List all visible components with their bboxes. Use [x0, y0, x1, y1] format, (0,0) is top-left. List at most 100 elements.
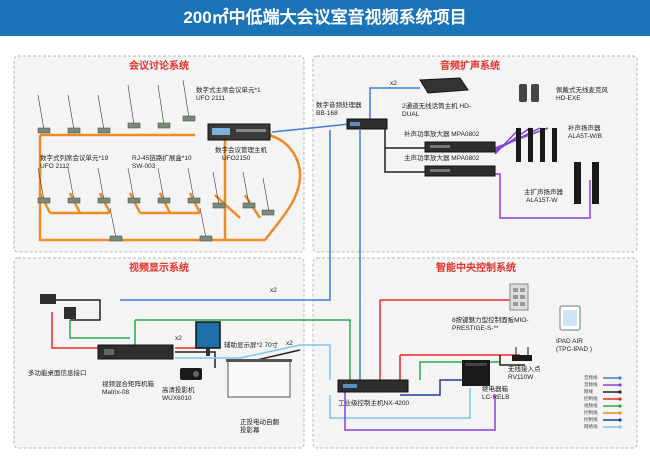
host-label-1: 数字会议管理主机	[215, 145, 268, 154]
projector-unit	[180, 368, 202, 380]
matrix-label-2: Matrix-08	[102, 389, 129, 396]
section-title-control: 智能中央控制系统	[436, 261, 516, 274]
legend-item: 音频线	[584, 381, 622, 388]
desk-box-label: 多功能桌面信息接口	[28, 368, 87, 377]
legend-item: 网络线	[584, 423, 622, 430]
desk-interface-box	[40, 294, 76, 319]
delegate-unit-label-2: UFO 2112	[40, 163, 70, 170]
wifi-label-2: RV110W	[508, 374, 534, 381]
main-speaker-label-1: 主扩声扬声器	[524, 187, 564, 196]
mic-unit	[37, 94, 51, 134]
legend-label: 音频线	[584, 374, 598, 381]
delegate-unit-label-1: 数字式列席会议单元*19	[40, 153, 109, 162]
screen-label-2: 投影幕	[240, 425, 260, 434]
mic-unit	[182, 79, 196, 122]
projector-label-2: WUX6010	[162, 395, 192, 402]
chair-unit-label-2: UFO 2111	[196, 95, 225, 102]
mic-unit	[67, 167, 81, 204]
mic-unit	[37, 167, 51, 204]
projector-x2-label: x2	[175, 335, 182, 342]
hub-label-2: SW-003	[132, 163, 156, 170]
hub-label-1: RJ-45链路扩展盒*10	[132, 153, 192, 162]
control-x2-label: x2	[286, 340, 293, 347]
title-banner	[0, 0, 650, 36]
video-matrix-unit	[97, 344, 174, 360]
legend-label: 音频线	[584, 381, 598, 388]
controller-label: 工业级控制主机NX-4200	[338, 398, 410, 407]
mic-unit	[109, 207, 123, 242]
mic-unit	[157, 167, 171, 204]
delegate-microphones	[37, 79, 275, 242]
video-wiring	[48, 130, 351, 380]
fill-speaker-label-1: 补声扬声器	[568, 123, 601, 132]
mic-host-label-1: 2通道无线话筒主机 HD-	[402, 101, 471, 110]
video-x2-label: x2	[270, 287, 277, 294]
legend-item: 音频线	[584, 374, 622, 381]
ipad-device	[559, 305, 581, 331]
headset-label-2: HD-EXE	[556, 95, 581, 102]
aux-display	[195, 321, 221, 356]
ipad-label-1: IPAD AIR	[556, 338, 583, 345]
relay-box	[462, 360, 490, 386]
control-host-unit	[337, 379, 409, 393]
legend-label: 控制线	[584, 409, 598, 416]
mic-unit	[97, 167, 111, 204]
aux-screen-label: 辅助显示屏*2 70寸	[224, 340, 279, 349]
main-speaker-label-2: ALA15T-W	[526, 197, 558, 204]
legend-item: 控制线	[584, 409, 622, 416]
mic-unit	[97, 94, 111, 134]
keypad-panel	[509, 283, 529, 311]
panel-control	[312, 257, 638, 449]
ipad-label-2: (TPC-IPAD )	[556, 346, 592, 353]
page-title: 200㎡中低端大会议室音视频系统项目	[183, 8, 467, 27]
section-title-audio: 音频扩声系统	[440, 59, 500, 72]
relay-label-2: LC-RELB	[482, 394, 509, 401]
projection-screen	[226, 359, 292, 398]
main-amp-label: 主声功率放大器 MPA0802	[404, 153, 480, 162]
line-legend: 音频线 音频线 网线 控制线 视频线 控制线 控制线 网络线	[584, 374, 622, 430]
main-speakers	[574, 162, 599, 204]
section-title-video: 视频显示系统	[129, 261, 189, 274]
screen-label-1: 正投电动自翻	[240, 417, 280, 426]
legend-label: 网络线	[584, 423, 598, 430]
system-diagram: 会议讨论系统 音频扩声系统 视频显示系统 智能中央控制系统	[13, 55, 638, 449]
mic-unit	[212, 171, 226, 209]
legend-item: 网线	[584, 388, 622, 395]
mic-unit	[67, 94, 81, 134]
matrix-label-1: 视频混合矩阵机箱	[102, 379, 155, 388]
legend-item: 控制线	[584, 416, 622, 423]
fill-amplifier	[424, 141, 496, 153]
wifi-access-point	[512, 347, 532, 361]
audio-processor-unit	[346, 118, 388, 130]
conference-host-unit	[207, 123, 271, 141]
mic-unit	[187, 167, 201, 204]
projector-label-1: 高清投影机	[162, 385, 195, 394]
host-label-2: UFO2150	[222, 155, 251, 162]
legend-label: 控制线	[584, 416, 598, 423]
wireless-mic-host	[419, 77, 469, 94]
dsp-label-2: BB-168	[316, 110, 338, 117]
fill-amp-label: 补声功率放大器 MPA0802	[404, 129, 480, 138]
mic-unit	[157, 84, 171, 129]
panel-discussion	[13, 55, 305, 253]
mic-host-label-2: DUAL	[402, 111, 420, 118]
keypad-label-2: PRESTIGE-S-**	[452, 325, 499, 332]
section-title-discussion: 会议讨论系统	[129, 59, 189, 72]
wifi-label-1: 无线接入点	[508, 364, 541, 373]
fill-speaker-label-2: ALA5T-W/B	[568, 133, 602, 140]
legend-item: 视频线	[584, 402, 622, 409]
mic-unit	[261, 177, 275, 216]
dsp-label-1: 数字音频处理器	[316, 100, 362, 109]
mic-unit	[127, 167, 141, 204]
mic-unit	[199, 207, 213, 242]
main-amplifier	[424, 165, 496, 177]
mic-unit	[127, 84, 141, 129]
fill-speakers	[516, 128, 557, 162]
legend-label: 控制线	[584, 395, 598, 402]
audio-x2-label: x2	[390, 80, 397, 87]
keypad-label-1: 8按键魅力型控制面板MIO-	[452, 315, 529, 324]
headset-microphones	[519, 84, 539, 102]
legend-label: 视频线	[584, 402, 598, 409]
mic-unit	[242, 171, 256, 209]
